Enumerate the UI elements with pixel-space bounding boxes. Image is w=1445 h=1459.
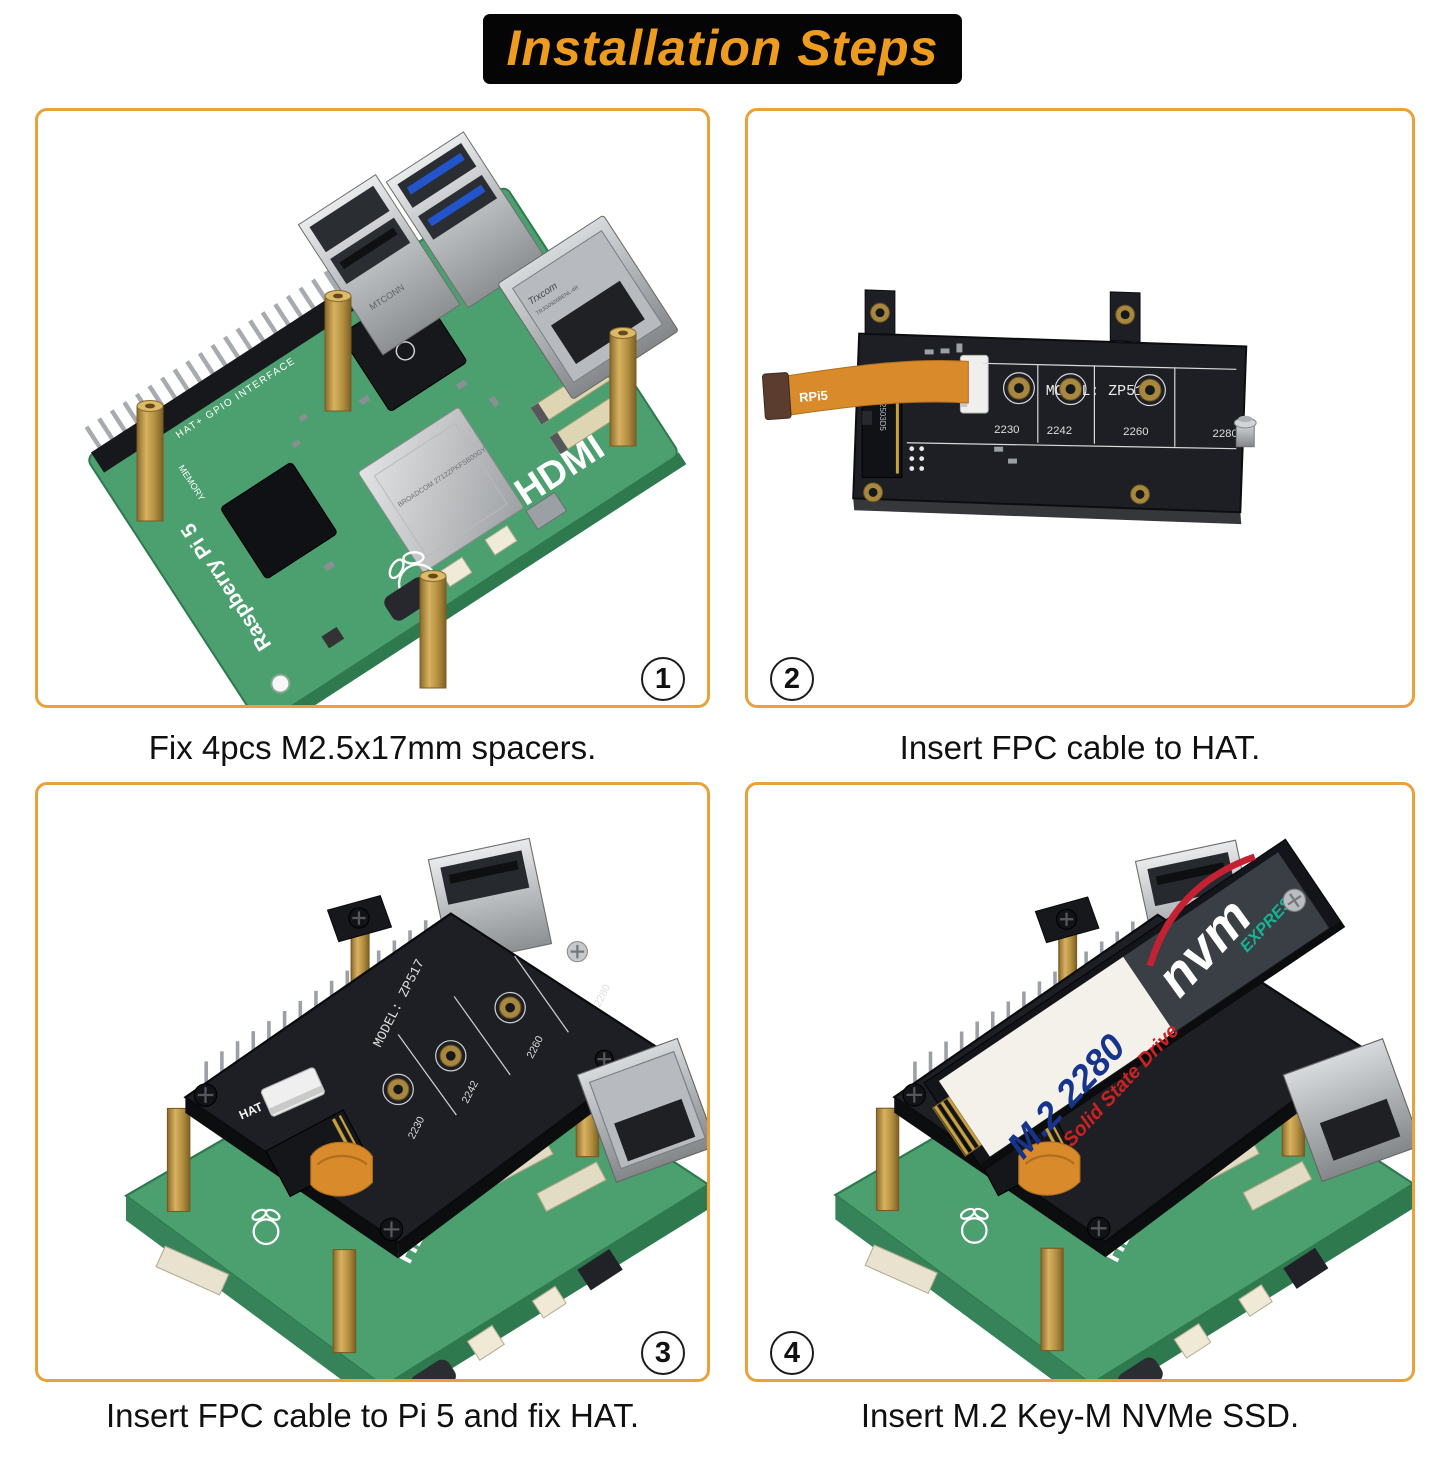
step-2-number-badge: 2 [770, 657, 814, 701]
step-2-photo-hat-fpc: 2503D5 HAT MODEL: ZP517 [762, 289, 1257, 525]
nvme-swoosh [1146, 853, 1256, 967]
size-2280: 2280 [592, 982, 613, 1009]
rear-tab [1034, 896, 1100, 944]
spacer-standoff [324, 290, 352, 412]
step-1-panel: HAT+ GPIO INTERFACE MEMORY BROADCOM 2712… [35, 108, 710, 708]
spacer-standoff [136, 400, 164, 522]
pi5-board: HAT+ GPIO INTERFACE MEMORY BROADCOM 2712… [82, 131, 687, 705]
spacer-standoff [166, 1107, 191, 1213]
fpc-connector [260, 1067, 325, 1117]
m2-size-zones [906, 362, 1237, 450]
step-4-panel: HDMI [745, 782, 1415, 1382]
step-3-photo-hat-on-pi: HDMI [123, 837, 707, 1379]
steps-grid: HAT+ GPIO INTERFACE MEMORY BROADCOM 2712… [35, 108, 1415, 1444]
ssd-edge-connector [932, 1095, 983, 1157]
spacers [136, 290, 637, 689]
step-1-number-badge: 1 [641, 657, 685, 701]
step-4-photo-ssd-inserted: HDMI [833, 838, 1412, 1379]
step-4-caption: Insert M.2 Key-M NVMe SSD. [860, 1397, 1300, 1434]
memory-chip [221, 462, 337, 579]
socket-marking: 2503D5 [878, 403, 887, 431]
fpc-cable: RPi5 [762, 359, 969, 421]
spacer-standoff [1040, 1247, 1064, 1352]
step-3-caption: Insert FPC cable to Pi 5 and fix HAT. [105, 1397, 640, 1434]
bcm2712-chip: BROADCOM 2712ZPKFSB00GY [358, 407, 524, 573]
spacer-standoff [609, 327, 637, 447]
ssd-label-white [938, 956, 1175, 1157]
board-edge [853, 498, 1242, 525]
m2-size-labels: 2230 2242 2260 2280 [994, 424, 1238, 440]
spacer-standoff [875, 1107, 900, 1212]
side-screw-post [1233, 415, 1257, 448]
fpc-cable-label: RPi5 [799, 388, 829, 405]
m2-size-zones [382, 955, 569, 1116]
rear-tab [326, 894, 393, 943]
step-3-panel: HDMI [35, 782, 710, 1382]
mount-holes [863, 302, 1150, 505]
board-top [852, 332, 1248, 514]
step-4-number-badge: 4 [770, 1331, 814, 1375]
step-2-caption: Insert FPC cable to HAT. [899, 729, 1261, 766]
step-1-caption: Fix 4pcs M2.5x17mm spacers. [148, 729, 597, 766]
size-2230: 2230 [994, 424, 1019, 436]
ssd-label-dark [1123, 852, 1330, 1033]
board-edge [259, 452, 687, 705]
passives [291, 379, 500, 572]
fpc-cable [1018, 1141, 1081, 1196]
step-3-number-badge: 3 [641, 1331, 685, 1375]
step-1-photo-pi5-with-spacers: HAT+ GPIO INTERFACE MEMORY BROADCOM 2712… [82, 131, 687, 705]
hat-board: 2503D5 HAT MODEL: ZP517 [852, 289, 1257, 525]
mount-tabs [864, 289, 1141, 343]
size-2242: 2242 [1047, 425, 1072, 437]
step-2-panel: 2503D5 HAT MODEL: ZP517 [745, 108, 1415, 708]
spacer-standoff [419, 570, 447, 689]
header: Installation Steps [0, 14, 1445, 84]
page-title: Installation Steps [482, 14, 963, 84]
size-2260: 2260 [1123, 426, 1148, 438]
size-2280: 2280 [1213, 428, 1238, 440]
hat-screws [193, 941, 614, 1242]
fpc-cable [310, 1141, 373, 1197]
ethernet-port [576, 1037, 707, 1183]
standoff-holes [386, 996, 522, 1101]
ethernet-port [1282, 1038, 1412, 1183]
standoff-holes [1007, 376, 1162, 402]
spacer-standoff [332, 1249, 357, 1354]
raspberry-logo [251, 1208, 281, 1246]
usb-ports: MTCONN [297, 131, 546, 356]
raspberry-logo [959, 1207, 989, 1244]
